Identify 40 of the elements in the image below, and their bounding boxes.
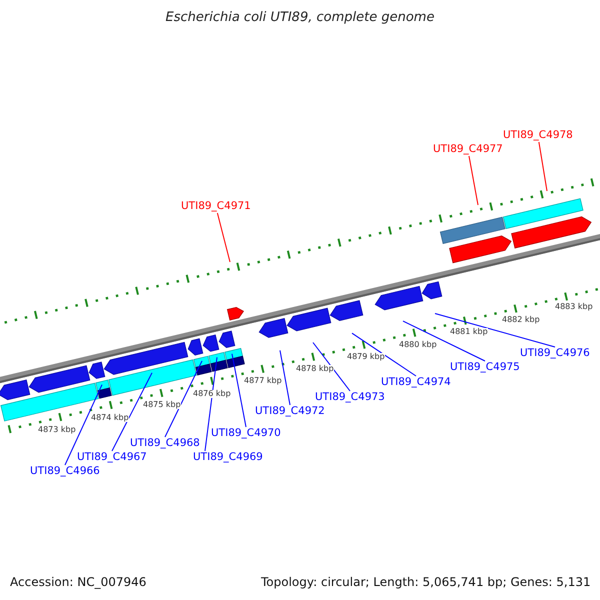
leader-line [280, 350, 290, 406]
gene-label: UTI89_C4974 [381, 377, 451, 388]
scale-label: 4883 kbp [555, 303, 593, 312]
scale-label: 4878 kbp [296, 365, 334, 374]
leader-line [216, 212, 230, 262]
leader-line [434, 312, 556, 348]
scale-label: 4875 kbp [143, 401, 181, 410]
leader-line [164, 360, 202, 438]
leader-line [64, 384, 102, 466]
gene-label: UTI89_C4978 [503, 130, 573, 140]
gene-label: UTI89_C4977 [433, 144, 503, 154]
leader-line [312, 342, 350, 392]
gene-label: UTI89_C4968 [130, 438, 200, 448]
leader-line [112, 372, 152, 452]
gene-label: UTI89_C4976 [520, 348, 590, 358]
gene-label: UTI89_C4970 [211, 428, 281, 438]
gene-label: UTI89_C4972 [255, 406, 325, 416]
scale-label: 4880 kbp [399, 340, 437, 349]
gene-label: UTI89_C4969 [193, 452, 263, 462]
scale-label: 4877 kbp [244, 377, 282, 386]
leader-line [232, 353, 246, 428]
leader-line [402, 320, 486, 362]
scale-label: 4882 kbp [502, 316, 540, 324]
leader-line [204, 356, 218, 452]
gene-label: UTI89_C4975 [450, 362, 520, 372]
gene-label: UTI89_C4967 [77, 452, 147, 462]
gene-label: UTI89_C4971 [181, 201, 251, 212]
scale-label: 4874 kbp [91, 414, 129, 422]
gene-label: UTI89_C4966 [30, 466, 100, 476]
scale-label: 4881 kbp [450, 328, 488, 336]
scale-label: 4879 kbp [347, 352, 385, 361]
scale-label: 4876 kbp [193, 390, 231, 398]
genome-info-label: Topology: circular; Length: 5,065,741 bp; Genes: 5,131 [261, 576, 591, 588]
leader-line [352, 332, 416, 376]
title: Escherichia coli UTI89, complete genome [166, 11, 434, 24]
leader-line [468, 156, 478, 206]
leader-line [538, 142, 548, 192]
accession-label: Accession: NC_007946 [10, 576, 146, 588]
gene-label: UTI89_C4973 [315, 392, 385, 402]
scale-label: 4873 kbp [38, 426, 76, 434]
